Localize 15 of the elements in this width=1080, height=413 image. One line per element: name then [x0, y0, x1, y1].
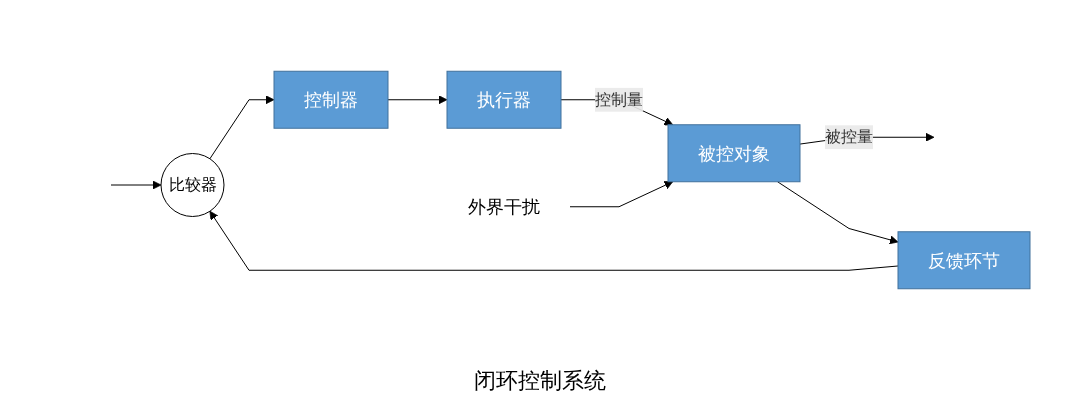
node-circle: 比较器 [160, 153, 224, 217]
node-box: 反馈环节 [897, 231, 1030, 290]
arrow [776, 181, 898, 245]
node-text: 外界干扰 [467, 196, 540, 218]
edge-label: 被控量 [824, 127, 873, 147]
node-box: 执行器 [446, 70, 561, 129]
node-box: 被控对象 [667, 124, 800, 183]
arrow [110, 180, 161, 190]
arrow [387, 95, 447, 105]
arrow [569, 181, 673, 208]
arrow [209, 210, 898, 271]
edge-label: 控制量 [594, 89, 643, 109]
caption: 闭环控制系统 [474, 367, 606, 395]
arrow [208, 95, 274, 160]
node-box: 控制器 [273, 70, 388, 129]
